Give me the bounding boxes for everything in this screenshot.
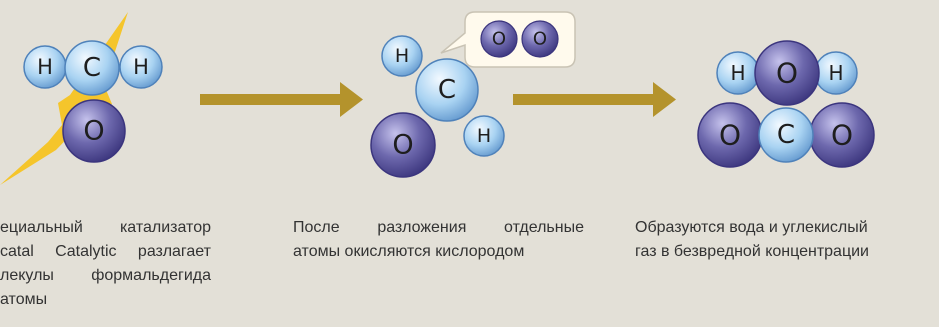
atom-hydrogen	[463, 115, 505, 157]
atom-hydrogen	[381, 35, 423, 77]
atom-label: H	[730, 61, 745, 85]
atom-label: O	[392, 130, 413, 161]
atom-carbon	[64, 40, 120, 96]
atom-label: O	[492, 29, 506, 50]
atom-label: O	[719, 119, 741, 152]
atom-label: H	[828, 61, 843, 85]
caption-line: После разложения отдельные	[293, 219, 584, 236]
stage-2-caption: После разложения отдельные атомы окисляю…	[293, 216, 584, 264]
stage-1-molecule: H H O C	[0, 12, 163, 185]
atom-label: C	[83, 53, 101, 83]
atom-label: H	[477, 125, 491, 147]
stage-2-molecule: O O H C O H	[370, 11, 576, 178]
stage-3-molecules: H H O O O C	[697, 40, 875, 168]
caption-line: атомы окисляются кислородом	[293, 243, 525, 260]
atom-oxygen	[480, 20, 518, 58]
caption-line: ециальный катализатор	[0, 219, 211, 236]
caption-line: газ в безвредной концентрации	[635, 243, 869, 260]
atom-oxygen	[62, 99, 126, 163]
atom-carbon	[758, 107, 814, 163]
atom-label: C	[438, 75, 456, 105]
atom-label: O	[83, 116, 104, 147]
stage-1-caption: ециальный катализатор catal Catalytic ра…	[0, 216, 211, 312]
atom-label: O	[533, 29, 547, 50]
atom-label: O	[776, 57, 798, 90]
arrow-1	[200, 82, 363, 117]
atom-label: H	[37, 55, 53, 79]
stage-3-caption: Образуются вода и углекислый газ в безвр…	[635, 216, 937, 264]
atom-label: C	[777, 120, 795, 150]
atom-oxygen	[754, 40, 820, 106]
caption-line: атомы	[0, 291, 48, 308]
atom-carbon	[415, 58, 479, 122]
atom-label: H	[395, 45, 409, 67]
lightning-bolt-icon	[0, 12, 128, 185]
atom-hydrogen	[119, 45, 163, 89]
caption-line: catal Catalytic разлагает	[0, 243, 211, 260]
atom-label: O	[831, 119, 853, 152]
atom-label: H	[133, 55, 149, 79]
caption-line: Образуются вода и углекислый	[635, 219, 868, 236]
caption-line: лекулы формальдегида	[0, 267, 211, 284]
arrow-2	[513, 82, 676, 117]
atom-oxygen	[521, 20, 559, 58]
atom-oxygen	[370, 112, 436, 178]
